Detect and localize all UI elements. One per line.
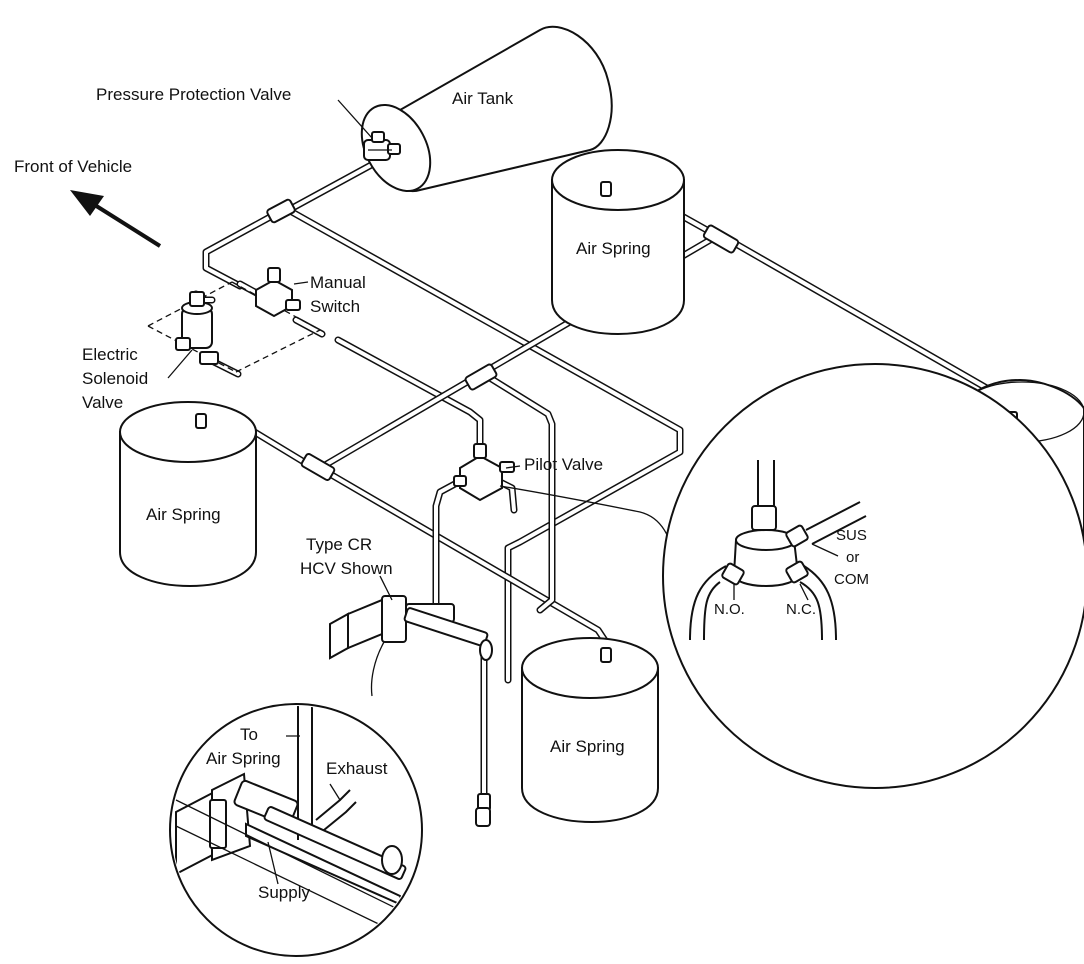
air-spring-front-left-label: Air Spring bbox=[146, 505, 221, 524]
hcv-label-line2: HCV Shown bbox=[300, 559, 393, 578]
to-air-spring-label-line1: To bbox=[240, 725, 258, 744]
normally-open-label: N.O. bbox=[714, 601, 745, 618]
manual-switch: Manual Switch bbox=[255, 267, 366, 318]
air-spring-rear-left-label: Air Spring bbox=[550, 737, 625, 756]
normally-closed-label: N.C. bbox=[786, 601, 816, 618]
air-spring-rear-left: Air Spring bbox=[521, 637, 659, 824]
electric-solenoid-valve: Electric Solenoid Valve bbox=[82, 281, 321, 412]
supply-label: Supply bbox=[258, 883, 310, 902]
tee-fittings bbox=[266, 198, 740, 481]
tee-fitting-right bbox=[702, 224, 740, 254]
air-spring-front-left: Air Spring bbox=[119, 401, 257, 588]
sus-label-line3: COM bbox=[834, 571, 869, 588]
electric-solenoid-label-line1: Electric bbox=[82, 345, 138, 364]
pilot-valve-label: Pilot Valve bbox=[524, 455, 603, 474]
hcv-label-line1: Type CR bbox=[306, 535, 372, 554]
air-spring-front-right: Air Spring bbox=[551, 149, 685, 336]
front-of-vehicle-label: Front of Vehicle bbox=[14, 157, 132, 176]
front-direction-arrow-icon bbox=[88, 200, 162, 248]
tee-fitting-front bbox=[266, 198, 296, 224]
air-spring-front-right-label: Air Spring bbox=[576, 239, 651, 258]
tee-fitting-left bbox=[300, 453, 336, 481]
pilot-valve: Pilot Valve bbox=[453, 443, 677, 561]
manual-switch-label-line1: Manual bbox=[310, 273, 366, 292]
front-of-vehicle-indicator: Front of Vehicle bbox=[14, 157, 162, 248]
to-air-spring-label-line2: Air Spring bbox=[206, 749, 281, 768]
pressure-protection-valve bbox=[363, 131, 401, 161]
manual-switch-label-line2: Switch bbox=[310, 297, 360, 316]
electric-solenoid-label-line3: Valve bbox=[82, 393, 123, 412]
tee-fitting-center bbox=[464, 363, 498, 391]
exhaust-label: Exhaust bbox=[326, 759, 388, 778]
pressure-protection-valve-label: Pressure Protection Valve bbox=[96, 85, 291, 104]
electric-solenoid-label-line2: Solenoid bbox=[82, 369, 148, 388]
sus-label-line2: or bbox=[846, 549, 859, 566]
pilot-valve-detail bbox=[662, 363, 1084, 789]
height-control-valve: Type CR HCV Shown bbox=[300, 535, 493, 827]
sus-label-line1: SUS bbox=[836, 527, 867, 544]
pilot-valve-detail-contents: SUS or COM N.O. N.C. bbox=[689, 460, 869, 641]
air-tank-label: Air Tank bbox=[452, 89, 514, 108]
